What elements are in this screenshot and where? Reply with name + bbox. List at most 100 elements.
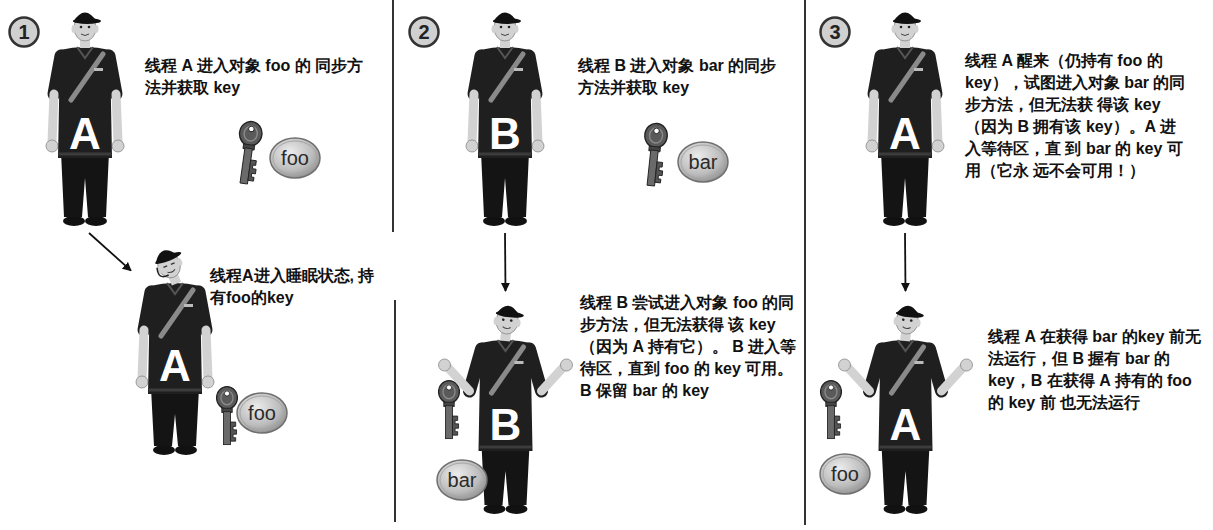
forearm	[542, 367, 564, 391]
cap-brim	[493, 18, 521, 24]
flow-arrow	[504, 233, 506, 291]
trousers	[481, 152, 529, 217]
forearm	[116, 94, 118, 142]
cap-brim	[496, 310, 524, 319]
step-number-circle: 3	[819, 16, 851, 48]
shoe	[506, 504, 528, 514]
shoulder-strap	[71, 54, 103, 100]
key-icon	[233, 120, 264, 185]
collar	[497, 47, 513, 58]
worker-figure: A	[45, 2, 125, 227]
flow-arrow	[904, 233, 906, 291]
name-badge	[914, 68, 923, 71]
ear	[492, 25, 497, 33]
coin-disc	[237, 393, 287, 433]
cap-brim	[154, 250, 182, 266]
shoulder-strap	[892, 347, 924, 393]
key-icon	[439, 381, 460, 439]
ear	[514, 25, 519, 33]
step-number: 2	[418, 22, 429, 42]
eye	[88, 26, 91, 29]
number-circle	[10, 18, 39, 47]
shoe	[484, 504, 506, 514]
description-text: 线程 B 进入对象 bar 的同步方法并获取 key	[578, 55, 778, 99]
step-number-circle: 2	[408, 16, 440, 48]
thread-letter: A	[838, 401, 973, 449]
worker-body	[439, 304, 573, 514]
collar	[167, 283, 183, 294]
step-number: 3	[829, 22, 840, 42]
object-name: bar	[689, 152, 718, 172]
trousers	[882, 445, 930, 505]
description-text: 线程 B 尝试进入对象 foo 的同步方法，但无法获得 该 key（因为 A 持…	[580, 292, 798, 402]
worker-body	[136, 245, 214, 455]
worker-body	[466, 13, 544, 227]
sleeve	[870, 349, 882, 391]
worker-head	[72, 13, 102, 49]
worker-head	[151, 245, 192, 289]
sleeve	[930, 349, 942, 391]
mouth	[902, 327, 910, 329]
thread-letter: B	[438, 401, 573, 449]
forearm	[472, 94, 474, 142]
thread-letter: A	[135, 342, 215, 390]
object-coin: bar	[677, 141, 729, 183]
shoulder-strap	[891, 54, 923, 100]
cap-brim	[73, 18, 101, 24]
name-badge	[184, 304, 193, 307]
step-number: 1	[18, 22, 29, 42]
mouth	[168, 269, 176, 273]
hand	[932, 140, 944, 152]
trousers	[61, 152, 109, 217]
worker-head	[892, 304, 925, 342]
eye	[80, 26, 83, 29]
eye	[910, 319, 913, 322]
step-number-circle: 1	[8, 16, 40, 48]
forearm	[536, 94, 538, 142]
worker-figure: B	[465, 2, 545, 227]
shoe	[153, 445, 175, 455]
shoe	[63, 216, 85, 226]
thread-letter: A	[45, 110, 125, 158]
trousers	[482, 445, 530, 505]
hand	[961, 359, 973, 371]
object-name: foo	[831, 464, 859, 484]
shoe	[175, 445, 197, 455]
shoulder-strap	[492, 347, 524, 393]
coin-rim	[823, 457, 867, 491]
coin-disc	[820, 454, 870, 494]
hand	[136, 376, 148, 388]
hand	[839, 359, 851, 371]
collar	[77, 47, 93, 58]
forearm	[872, 94, 874, 142]
description-text: 线程 A 在获得 bar 的key 前无法运行，但 B 握有 bar 的 key…	[988, 326, 1206, 414]
collar	[498, 340, 514, 351]
object-name: foo	[248, 403, 276, 423]
eye	[510, 319, 513, 322]
coin-disc	[437, 460, 487, 500]
headset	[156, 265, 168, 279]
hand	[439, 359, 451, 371]
worker-head	[892, 13, 922, 49]
collar	[898, 340, 914, 351]
coin-disc	[270, 138, 320, 178]
trousers	[881, 152, 929, 217]
flow-arrow	[89, 233, 131, 271]
worker-body	[866, 13, 944, 227]
ear	[892, 25, 897, 33]
shoe	[505, 216, 527, 226]
shoulder-strap	[491, 54, 523, 100]
hand	[866, 140, 878, 152]
ear	[515, 319, 521, 327]
cap-brim	[896, 310, 924, 319]
key-icon	[821, 381, 842, 439]
object-coin: foo	[819, 453, 871, 495]
cap-brim	[893, 18, 921, 24]
forearm	[52, 94, 54, 142]
name-badge	[94, 68, 103, 71]
worker-head	[492, 304, 525, 342]
panel-divider	[394, 300, 396, 522]
worker-figure: A	[865, 2, 945, 227]
coin-rim	[240, 396, 284, 430]
object-coin: bar	[436, 459, 488, 501]
